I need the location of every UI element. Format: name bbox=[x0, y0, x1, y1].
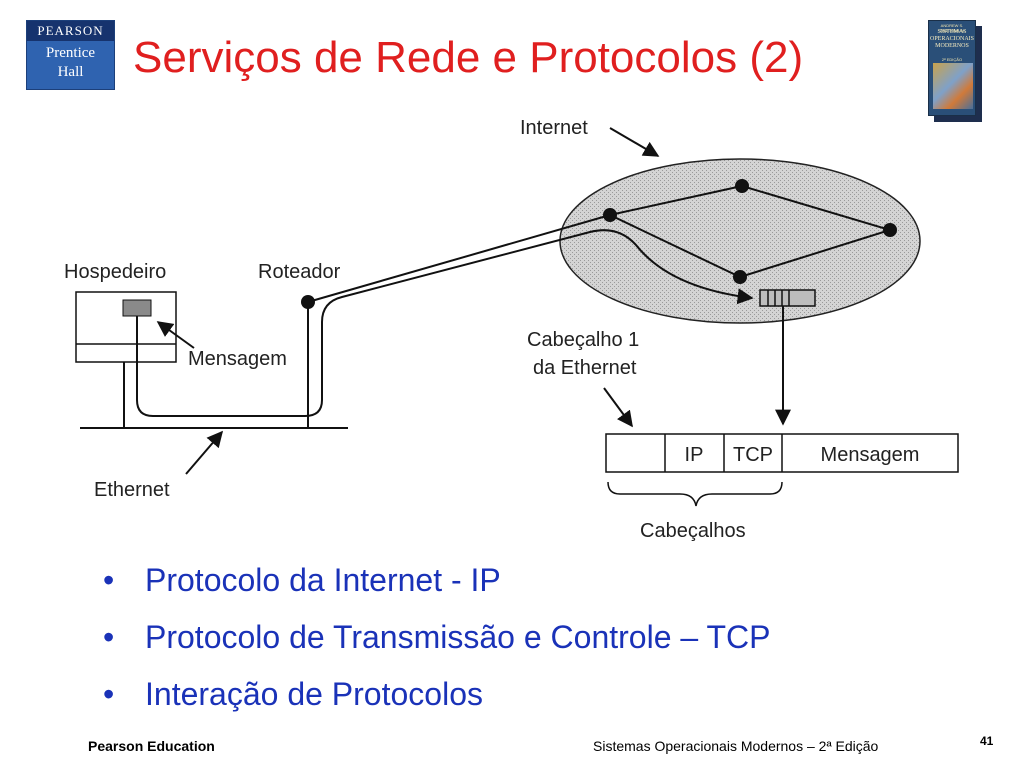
bullet-item: • Protocolo de Transmissão e Controle – T… bbox=[103, 617, 770, 674]
internet-router-node bbox=[733, 270, 747, 284]
internet-label: Internet bbox=[520, 117, 588, 139]
bullet-text: Protocolo de Transmissão e Controle – TC… bbox=[145, 619, 771, 655]
book-title: SISTEMAS OPERACIONAIS MODERNOS bbox=[929, 29, 975, 50]
message-arrow bbox=[156, 321, 195, 349]
router-label: Roteador bbox=[258, 261, 341, 283]
packet-field-ip: IP bbox=[685, 444, 704, 466]
book-title-line: MODERNOS bbox=[935, 43, 969, 49]
host-message-block bbox=[122, 299, 152, 317]
book-edition: 2ª EDIÇÃO bbox=[941, 57, 963, 62]
packet-field-tcp: TCP bbox=[733, 444, 773, 466]
footer-publisher: Pearson Education bbox=[88, 738, 215, 754]
slide-number: 41 bbox=[980, 734, 994, 748]
packet-in-transit bbox=[759, 289, 816, 307]
internet-router-node bbox=[883, 223, 897, 237]
bullet-marker: • bbox=[103, 676, 115, 712]
message-label: Mensagem bbox=[188, 348, 287, 370]
bullet-text: Protocolo da Internet - IP bbox=[145, 562, 501, 598]
ethernet-arrow bbox=[185, 430, 224, 475]
logo-prentice-text: Prentice bbox=[45, 45, 96, 61]
book-author: ANDREW S. TANENBAUM bbox=[939, 23, 965, 33]
internet-router-node bbox=[735, 179, 749, 193]
book-cover-image: ANDREW S. TANENBAUM SISTEMAS OPERACIONAI… bbox=[928, 20, 976, 116]
ethernet-header-label-line2: da Ethernet bbox=[533, 357, 637, 379]
packet-field-message: Mensagem bbox=[821, 444, 920, 466]
book-title-line: SISTEMAS bbox=[937, 29, 967, 35]
router-node bbox=[301, 295, 315, 309]
bullet-item: • Protocolo da Internet - IP bbox=[103, 560, 770, 617]
logo-hall-text: Hall bbox=[57, 64, 84, 80]
bullet-item: • Interação de Protocolos bbox=[103, 674, 770, 731]
network-diagram: Internet Hospedeiro Roteador Mensagem bbox=[64, 117, 959, 542]
pearson-prentice-hall-logo: PEARSON Prentice Hall bbox=[26, 20, 115, 90]
book-cover-art bbox=[933, 63, 973, 109]
slide-title: Serviços de Rede e Protocolos (2) bbox=[133, 33, 804, 82]
ethernet-header-arrow bbox=[603, 387, 633, 428]
book-title-line: OPERACIONAIS bbox=[929, 36, 974, 42]
headers-brace bbox=[607, 481, 783, 507]
message-path bbox=[136, 229, 754, 417]
router-link bbox=[307, 214, 611, 303]
internet-links bbox=[609, 185, 891, 278]
host-label: Hospedeiro bbox=[64, 261, 166, 283]
host-computer bbox=[75, 291, 177, 363]
bullet-marker: • bbox=[103, 619, 115, 655]
ethernet-label: Ethernet bbox=[94, 479, 170, 501]
internet-cloud bbox=[559, 158, 921, 324]
ethernet-header-label-line1: Cabeçalho 1 bbox=[527, 329, 639, 351]
bullet-text: Interação de Protocolos bbox=[145, 676, 483, 712]
internet-arrow bbox=[609, 127, 660, 157]
headers-label: Cabeçalhos bbox=[640, 520, 746, 542]
footer-book-title: Sistemas Operacionais Modernos – 2ª Ediç… bbox=[593, 738, 879, 754]
bullet-marker: • bbox=[103, 562, 115, 598]
expanded-packet: IP TCP Mensagem bbox=[605, 433, 959, 473]
bullet-list: • Protocolo da Internet - IP • Protocolo d… bbox=[103, 560, 770, 731]
logo-pearson-text: PEARSON bbox=[27, 21, 114, 41]
